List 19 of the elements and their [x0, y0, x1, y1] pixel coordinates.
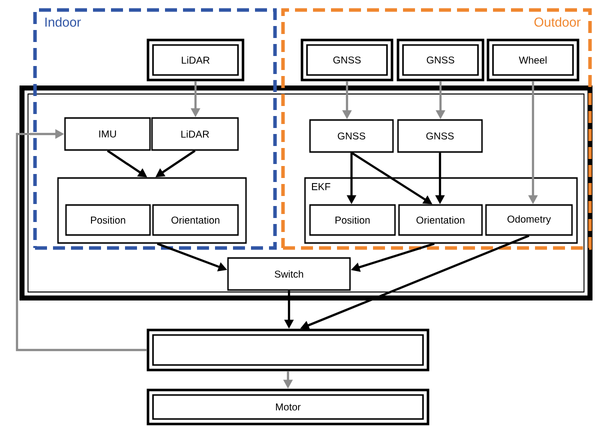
computer-box	[20, 86, 592, 300]
device-box	[146, 328, 430, 372]
process-box: Position	[309, 204, 396, 236]
device-box: Wheel	[486, 38, 580, 82]
device-box: GNSS	[300, 38, 394, 82]
device-box: LiDAR	[146, 38, 244, 82]
device-box: GNSS	[396, 38, 484, 82]
process-box: Position	[65, 204, 151, 236]
process-box: Orientation	[152, 204, 239, 236]
process-box: Orientation	[398, 204, 483, 236]
process-box: GNSS	[309, 119, 394, 153]
process-box: Switch	[227, 257, 351, 291]
arrow	[16, 129, 147, 352]
process-box: LiDAR	[151, 117, 239, 151]
group-box	[57, 177, 247, 244]
process-box: GNSS	[397, 119, 483, 153]
device-box: Motor	[146, 388, 430, 426]
process-box: IMU	[64, 117, 151, 151]
process-box: Odometry	[485, 204, 573, 236]
